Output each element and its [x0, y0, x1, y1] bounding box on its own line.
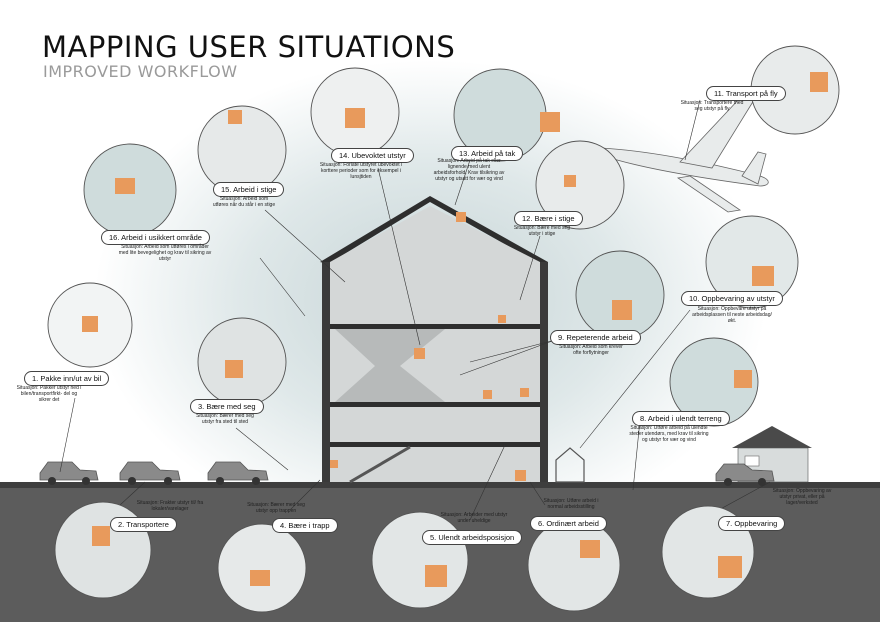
label-situation-15: 15. Arbeid i stige	[213, 182, 285, 197]
text-situation-3: Situasjon: Bærer med seg utstyr fra sted…	[196, 413, 254, 425]
text-situation-13: Situasjon: Arbeid på tak eller lignende …	[433, 158, 505, 182]
label-situation-11: 11. Transport på fly	[706, 86, 786, 101]
label-situation-2: 2. Transportere	[110, 517, 177, 532]
text-situation-2: Situasjon: Frakter utstyr til/ fra lokal…	[136, 500, 204, 512]
label-situation-7: 7. Oppbevaring	[718, 516, 786, 531]
text-situation-9: Situasjon: Arbeid som krever ofte forfly…	[559, 344, 623, 356]
page-subtitle: IMPROVED WORKFLOW	[43, 62, 238, 81]
label-situation-16: 16. Arbeid i usikkert område	[101, 230, 210, 245]
label-situation-13: 13. Arbeid på tak	[451, 146, 524, 161]
airplane	[599, 97, 769, 213]
label-situation-9: 9. Repeterende arbeid	[550, 330, 641, 345]
page-title: MAPPING USER SITUATIONS	[42, 30, 456, 64]
label-situation-6: 6. Ordinært arbeid	[530, 516, 607, 531]
text-situation-14: Situasjon: Forlate utstyret ubevoktet i …	[319, 162, 403, 180]
text-situation-7: Situasjon: Oppbevaring av utstyr privat,…	[772, 488, 832, 506]
house-cutaway	[320, 196, 548, 484]
text-situation-4: Situasjon: Bærer med seg utstyr opp trap…	[247, 502, 305, 514]
label-situation-8: 8. Arbeid i ulendt terreng	[632, 411, 730, 426]
text-situation-10: Situasjon: Oppbevare utstyr på arbeidspl…	[692, 306, 772, 324]
text-situation-8: Situasjon: Utføre arbeid på ulendte sted…	[629, 425, 709, 443]
text-situation-15: Situasjon: Arbeid som utføres når du stå…	[212, 196, 276, 208]
label-situation-3: 3. Bære med seg	[190, 399, 264, 414]
text-situation-12: Situasjon: Bære med seg utstyr i stige	[513, 225, 571, 237]
label-situation-10: 10. Oppbevaring av utstyr	[681, 291, 783, 306]
text-situation-6: Situasjon: Utføre arbeid i normal arbeid…	[543, 498, 599, 510]
label-situation-4: 4. Bære i trapp	[272, 518, 338, 533]
label-situation-14: 14. Ubevoktet utstyr	[331, 148, 414, 163]
label-situation-12: 12. Bære i stige	[514, 211, 583, 226]
text-situation-16: Situasjon: Arbeid som utføres i områder …	[118, 244, 212, 262]
text-situation-5: Situasjon: Arbeider med utstyr under uhe…	[440, 512, 508, 524]
label-situation-1: 1. Pakke inn/ut av bil	[24, 371, 110, 386]
text-situation-11: Situasjon: Transportere med seg utstyr p…	[680, 100, 744, 112]
text-situation-1: Situasjon: Pakker utstyr ned i bilen/tra…	[16, 385, 82, 403]
label-situation-5: 5. Ulendt arbeidsposisjon	[422, 530, 523, 545]
